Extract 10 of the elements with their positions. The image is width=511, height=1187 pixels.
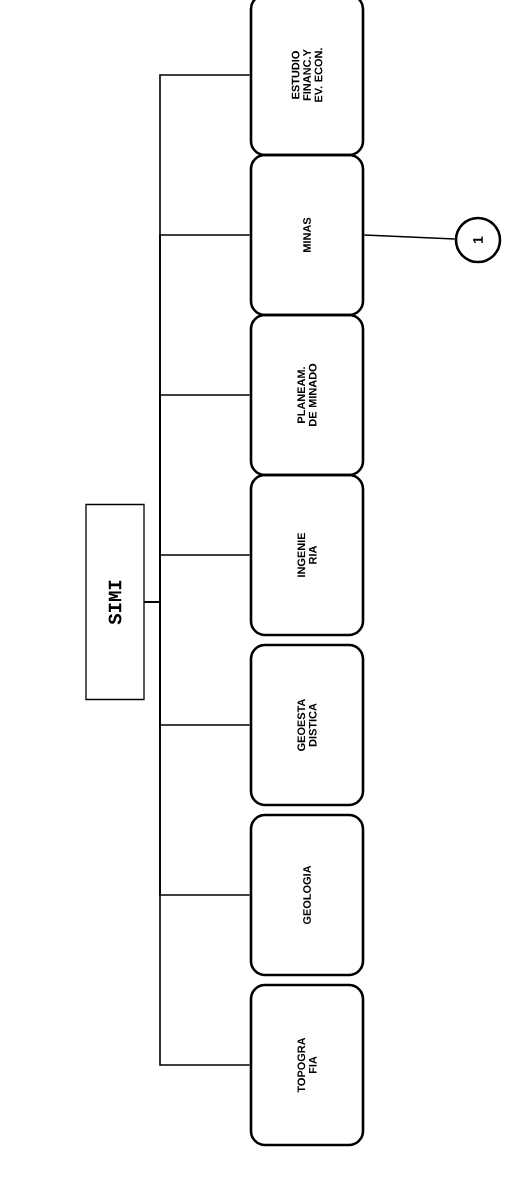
- department-box: TOPOGRA FIA: [249, 983, 365, 1147]
- department-box: PLANEAM. DE MINADO: [249, 313, 365, 477]
- department-box: GEOESTA DISTICA: [249, 643, 365, 807]
- department-box: INGENIE RIA: [249, 473, 365, 637]
- title-box: SIMI: [85, 503, 145, 701]
- department-box: GEOLOGIA: [249, 813, 365, 977]
- department-box: ESTUDIO FINANC.Y EV. ECON.: [249, 0, 365, 157]
- department-box: MINAS: [249, 153, 365, 317]
- connector-line: [143, 74, 251, 603]
- connector-line: [363, 234, 456, 240]
